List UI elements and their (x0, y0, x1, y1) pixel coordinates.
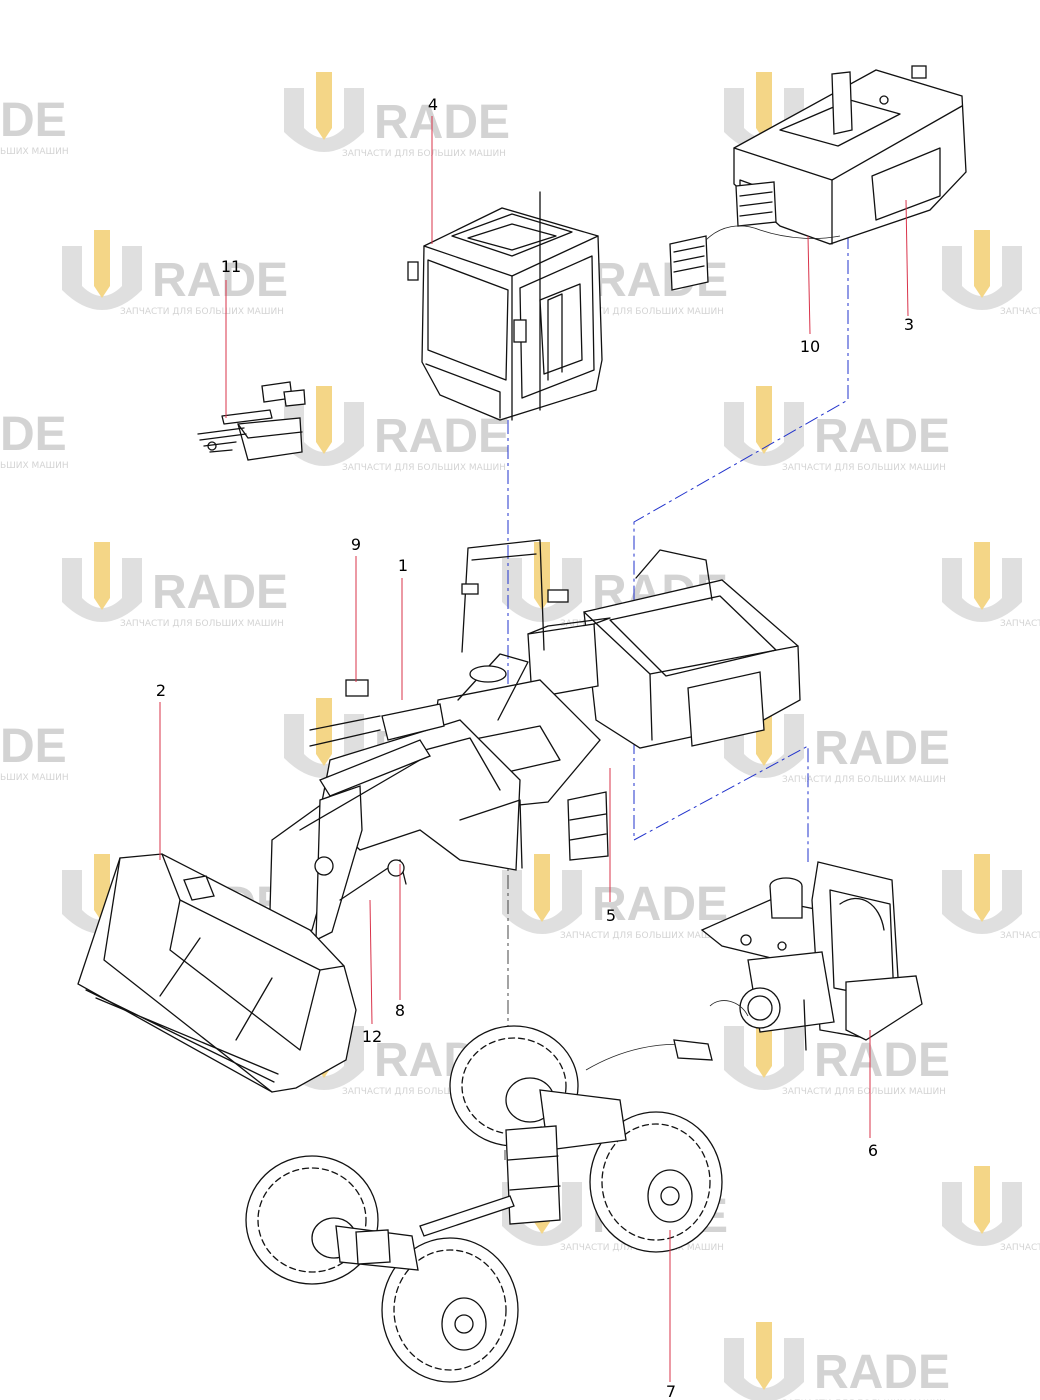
part-6-engine (700, 861, 923, 1051)
callout-11: 11 (221, 257, 241, 276)
svg-text:ЗАПЧАСТ: ЗАПЧАСТ (1000, 307, 1040, 317)
trade-watermark: ЗАПЧАСТ (942, 542, 1040, 629)
callout-7: 7 (666, 1382, 676, 1400)
part-7-axles-wheels (245, 1025, 723, 1383)
part-1-5-chassis (309, 539, 801, 871)
svg-text:ЬШИХ МАШИН: ЬШИХ МАШИН (0, 773, 69, 783)
part-4-cab (407, 191, 603, 421)
svg-text:RADE: RADE (592, 878, 728, 931)
svg-text:ЗАПЧАСТИ ДЛЯ БОЛЬШИХ МАШИН: ЗАПЧАСТИ ДЛЯ БОЛЬШИХ МАШИН (782, 463, 946, 473)
callout-12: 12 (362, 1027, 382, 1046)
svg-text:ЗАПЧАСТИ ДЛЯ БОЛЬШИХ МАШИН: ЗАПЧАСТИ ДЛЯ БОЛЬШИХ МАШИН (782, 775, 946, 785)
svg-text:ЬШИХ МАШИН: ЬШИХ МАШИН (0, 147, 69, 157)
svg-text:ЬШИХ МАШИН: ЬШИХ МАШИН (0, 461, 69, 471)
callout-8: 8 (395, 1001, 405, 1020)
wheel-rear-right (381, 1237, 519, 1383)
svg-text:ЗАПЧАСТИ ДЛЯ БОЛЬШИХ МАШИН: ЗАПЧАСТИ ДЛЯ БОЛЬШИХ МАШИН (342, 1087, 506, 1097)
leader-12 (369, 899, 373, 1025)
callout-5: 5 (606, 906, 616, 925)
svg-text:RADE: RADE (814, 722, 950, 775)
trade-watermark: ЗАПЧАСТ (942, 854, 1040, 941)
callout-9: 9 (351, 535, 361, 554)
callout-2: 2 (156, 681, 166, 700)
svg-text:ЗАПЧАСТИ ДЛЯ БОЛЬШИХ МАШИН: ЗАПЧАСТИ ДЛЯ БОЛЬШИХ МАШИН (120, 307, 284, 317)
svg-text:ЗАПЧАСТ: ЗАПЧАСТ (1000, 619, 1040, 629)
part-2-bucket (77, 759, 421, 1093)
part-3-rear-hood (733, 65, 967, 245)
svg-text:DE: DE (0, 94, 67, 147)
trade-watermark: ЗАПЧАСТ (942, 230, 1040, 317)
callout-10: 10 (800, 337, 820, 356)
trade-watermark: ЗАПЧАСТ (942, 1166, 1040, 1253)
callout-4: 4 (428, 95, 438, 114)
callout-6: 6 (868, 1141, 878, 1160)
wheel-rear-left (245, 1155, 379, 1285)
svg-text:RADE: RADE (374, 96, 510, 149)
svg-text:RADE: RADE (152, 566, 288, 619)
part-10-electrical-box (669, 181, 841, 291)
svg-text:ЗАПЧАСТИ ДЛЯ БОЛЬШИХ МАШИН: ЗАПЧАСТИ ДЛЯ БОЛЬШИХ МАШИН (342, 149, 506, 159)
callout-3: 3 (904, 315, 914, 334)
svg-text:RADE: RADE (814, 1034, 950, 1087)
svg-text:ЗАПЧАСТИ ДЛЯ БОЛЬШИХ МАШИН: ЗАПЧАСТИ ДЛЯ БОЛЬШИХ МАШИН (342, 463, 506, 473)
leader-lines (159, 116, 909, 1382)
assembly-lines (504, 235, 849, 1160)
svg-text:ЗАПЧАСТ: ЗАПЧАСТ (1000, 1243, 1040, 1253)
svg-text:ЗАПЧАСТИ ДЛЯ БОЛЬШИХ МАШИН: ЗАПЧАСТИ ДЛЯ БОЛЬШИХ МАШИН (560, 931, 724, 941)
svg-text:ЗАПЧАСТ: ЗАПЧАСТ (1000, 931, 1040, 941)
svg-text:DE: DE (0, 720, 67, 773)
svg-text:DE: DE (0, 408, 67, 461)
leader-3 (905, 199, 909, 317)
wheel-front-right (589, 1111, 723, 1253)
svg-text:RADE: RADE (374, 410, 510, 463)
svg-text:ЗАПЧАСТИ ДЛЯ БОЛЬШИХ МАШИН: ЗАПЧАСТИ ДЛЯ БОЛЬШИХ МАШИН (120, 619, 284, 629)
svg-text:RADE: RADE (814, 410, 950, 463)
svg-text:RADE: RADE (152, 254, 288, 307)
svg-text:ЗАПЧАСТИ ДЛЯ БОЛЬШИХ МАШИН: ЗАПЧАСТИ ДЛЯ БОЛЬШИХ МАШИН (560, 307, 724, 317)
part-11-tool-kit (197, 381, 306, 461)
callout-1: 1 (398, 556, 408, 575)
callout-labels: 1 2 3 4 5 6 7 8 9 10 11 12 (156, 95, 914, 1400)
svg-text:RADE: RADE (814, 1346, 950, 1399)
leader-10 (807, 235, 811, 335)
svg-text:ЗАПЧАСТИ ДЛЯ БОЛЬШИХ МАШИН: ЗАПЧАСТИ ДЛЯ БОЛЬШИХ МАШИН (782, 1087, 946, 1097)
